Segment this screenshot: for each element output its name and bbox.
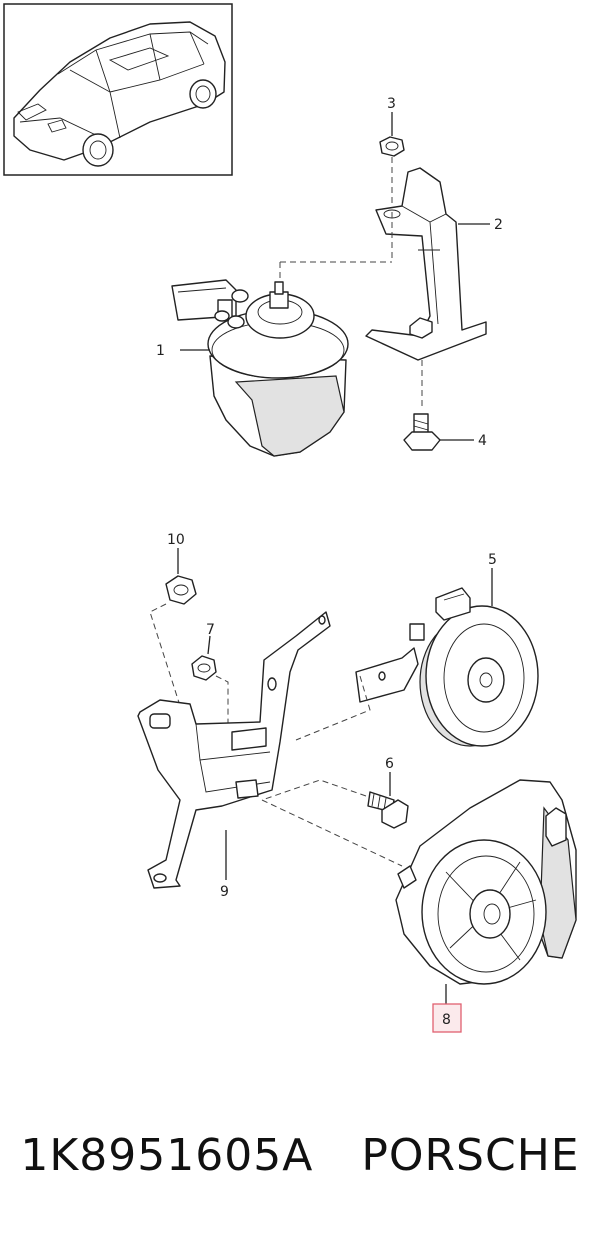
- bracket-part-9: [137, 611, 331, 889]
- horn-part-8: [395, 779, 577, 985]
- part-caption: 1K8951605A PORSCHE: [0, 1115, 600, 1195]
- nut-part-10: [165, 575, 197, 605]
- callout-8: 8: [442, 1012, 451, 1028]
- horn-part-1: [171, 279, 349, 457]
- callout-9: 9: [220, 884, 229, 900]
- bolt-part-6: [367, 791, 409, 829]
- callout-1: 1: [156, 343, 165, 359]
- callout-3: 3: [387, 96, 396, 112]
- nut-part-7: [191, 655, 217, 681]
- brand-name: PORSCHE: [361, 1129, 580, 1181]
- nut-part-3: [379, 136, 405, 157]
- bolt-part-4: [403, 413, 441, 451]
- callout-10: 10: [167, 532, 185, 548]
- part-number: 1K8951605A: [20, 1129, 314, 1181]
- horn-part-5: [355, 587, 539, 747]
- callout-6: 6: [385, 756, 394, 772]
- callout-2: 2: [494, 217, 503, 233]
- vehicle-thumbnail: [3, 3, 233, 176]
- callout-4: 4: [478, 433, 487, 449]
- callout-8-highlight-box: [432, 1003, 462, 1033]
- callout-7: 7: [206, 622, 215, 638]
- callout-5: 5: [488, 552, 497, 568]
- bracket-nut: [409, 317, 433, 339]
